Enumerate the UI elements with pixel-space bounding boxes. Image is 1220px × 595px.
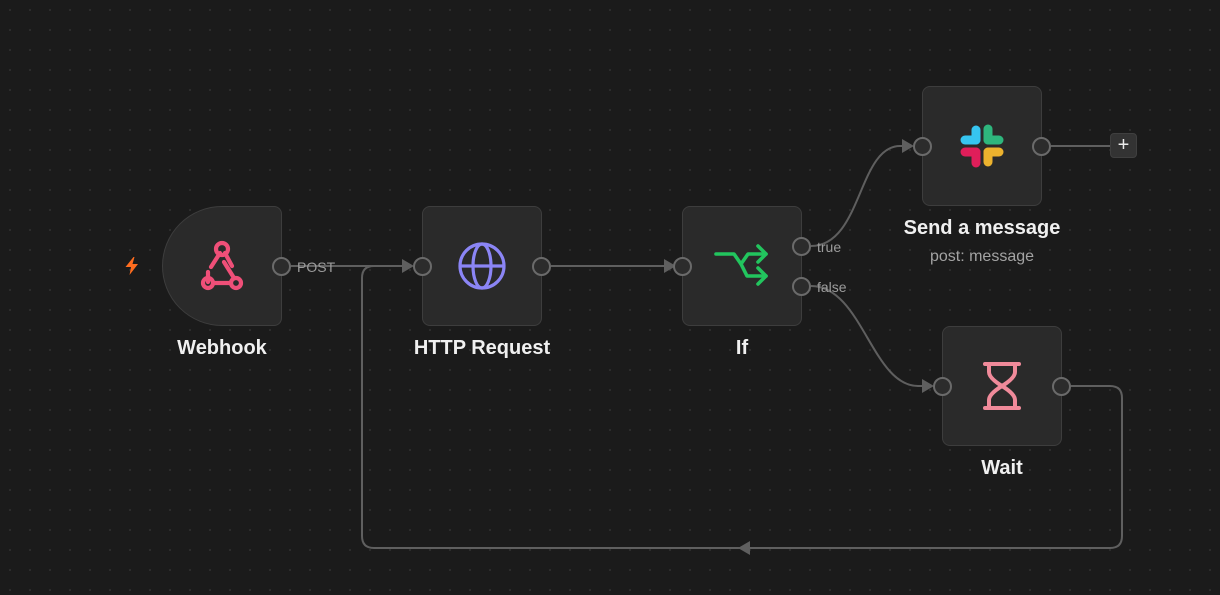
send-message-input-handle[interactable] — [913, 137, 932, 156]
connection-if-false-wait — [810, 285, 924, 387]
add-node-button[interactable]: + — [1110, 133, 1137, 158]
connection-if-true-slack — [810, 145, 904, 247]
wait-node[interactable] — [942, 326, 1062, 446]
if-node-title: If — [735, 337, 749, 359]
arrowhead — [922, 379, 934, 393]
http-request-node-title: HTTP Request — [413, 337, 551, 359]
webhook-node[interactable] — [162, 206, 282, 326]
send-message-node[interactable] — [922, 86, 1042, 206]
hourglass-icon — [983, 362, 1021, 410]
webhook-output-label: POST — [297, 259, 336, 275]
http-request-input-handle[interactable] — [413, 257, 432, 276]
http-request-output-handle[interactable] — [532, 257, 551, 276]
arrowhead — [402, 259, 414, 273]
send-message-output-handle[interactable] — [1032, 137, 1051, 156]
arrowhead — [902, 139, 914, 153]
webhook-icon — [200, 240, 244, 291]
if-false-label: false — [817, 279, 847, 295]
if-node[interactable] — [682, 206, 802, 326]
arrowhead — [738, 541, 750, 555]
wait-output-handle[interactable] — [1052, 377, 1071, 396]
slack-icon — [960, 124, 1004, 168]
send-message-node-title: Send a message — [903, 217, 1061, 239]
if-input-handle[interactable] — [673, 257, 692, 276]
globe-icon — [458, 242, 506, 290]
if-true-output-handle[interactable] — [792, 237, 811, 256]
lightning-bolt-icon — [125, 257, 138, 275]
if-false-output-handle[interactable] — [792, 277, 811, 296]
send-message-node-subtitle: post: message — [929, 248, 1035, 265]
webhook-output-handle[interactable] — [272, 257, 291, 276]
wait-node-title: Wait — [981, 457, 1023, 479]
http-request-node[interactable] — [422, 206, 542, 326]
wait-input-handle[interactable] — [933, 377, 952, 396]
if-true-label: true — [817, 239, 842, 255]
webhook-node-title: Webhook — [177, 337, 267, 359]
arrowhead — [664, 259, 676, 273]
branch-arrows-icon — [714, 244, 768, 286]
